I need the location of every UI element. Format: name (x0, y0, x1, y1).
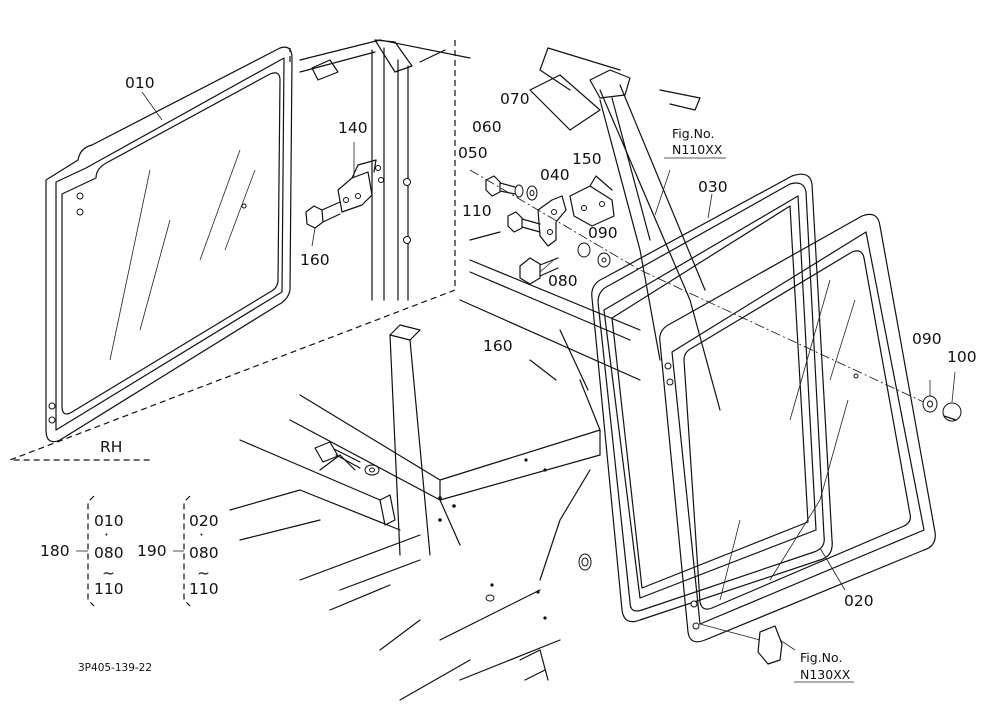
assembly-190-item-last: 110 (189, 580, 219, 598)
rh-inset (9, 40, 456, 461)
label-140: 140 (338, 119, 368, 137)
label-150: 150 (572, 150, 602, 168)
leader-010 (141, 91, 163, 121)
label-160-left: 160 (300, 251, 330, 269)
assembly-180: 180 010 · 080 ~ 110 (40, 495, 124, 607)
fig-ref-lower-title: Fig.No. (800, 650, 842, 665)
cab-frame (229, 39, 796, 701)
assembly-190-item-first: 020 (189, 512, 219, 530)
label-060: 060 (472, 118, 502, 136)
leader-030 (707, 193, 713, 219)
side-glass-010 (45, 46, 293, 443)
fig-ref-upper-title: Fig.No. (672, 126, 714, 141)
label-090: 090 (588, 224, 618, 242)
assembly-190-id: 190 (137, 542, 167, 560)
assembly-190-item-mid: 080 (189, 544, 219, 562)
door-glass-020 (659, 213, 962, 665)
bolt-160-left (305, 201, 341, 247)
side-label-rh: RH (100, 438, 122, 456)
label-050: 050 (458, 144, 488, 162)
assembly-190-mid-mark: · (199, 526, 204, 544)
label-020: 020 (844, 592, 874, 610)
label-030: 030 (698, 178, 728, 196)
weatherstrip-030 (591, 173, 833, 623)
fig-ref-upper: Fig.No. N110XX (664, 126, 726, 159)
fig-ref-lower: Fig.No. N130XX (794, 650, 854, 683)
label-080: 080 (548, 272, 578, 290)
fig-ref-lower-number: N130XX (800, 667, 851, 682)
assembly-180-range-mark: ~ (102, 564, 115, 582)
assembly-180-item-first: 010 (94, 512, 124, 530)
bracket-140 (337, 142, 384, 213)
label-100: 100 (947, 348, 977, 366)
part-labels: 010 020 030 040 050 060 070 080 090 090 … (125, 74, 977, 610)
label-040: 040 (540, 166, 570, 184)
drawing-code: 3P405-139-22 (78, 662, 152, 674)
label-160-right: 160 (483, 337, 513, 355)
assembly-180-item-last: 110 (94, 580, 124, 598)
label-110: 110 (462, 202, 492, 220)
label-010: 010 (125, 74, 155, 92)
fig-ref-upper-number: N110XX (672, 142, 723, 157)
assembly-180-item-mid: 080 (94, 544, 124, 562)
assembly-180-id: 180 (40, 542, 70, 560)
assembly-190-range-mark: ~ (197, 564, 210, 582)
assembly-190: 190 020 · 080 ~ 110 (137, 495, 219, 607)
label-090-right: 090 (912, 330, 942, 348)
leader-020 (819, 547, 846, 591)
hinge-hardware (469, 169, 931, 406)
assembly-180-mid-mark: · (104, 526, 109, 544)
label-070: 070 (500, 90, 530, 108)
